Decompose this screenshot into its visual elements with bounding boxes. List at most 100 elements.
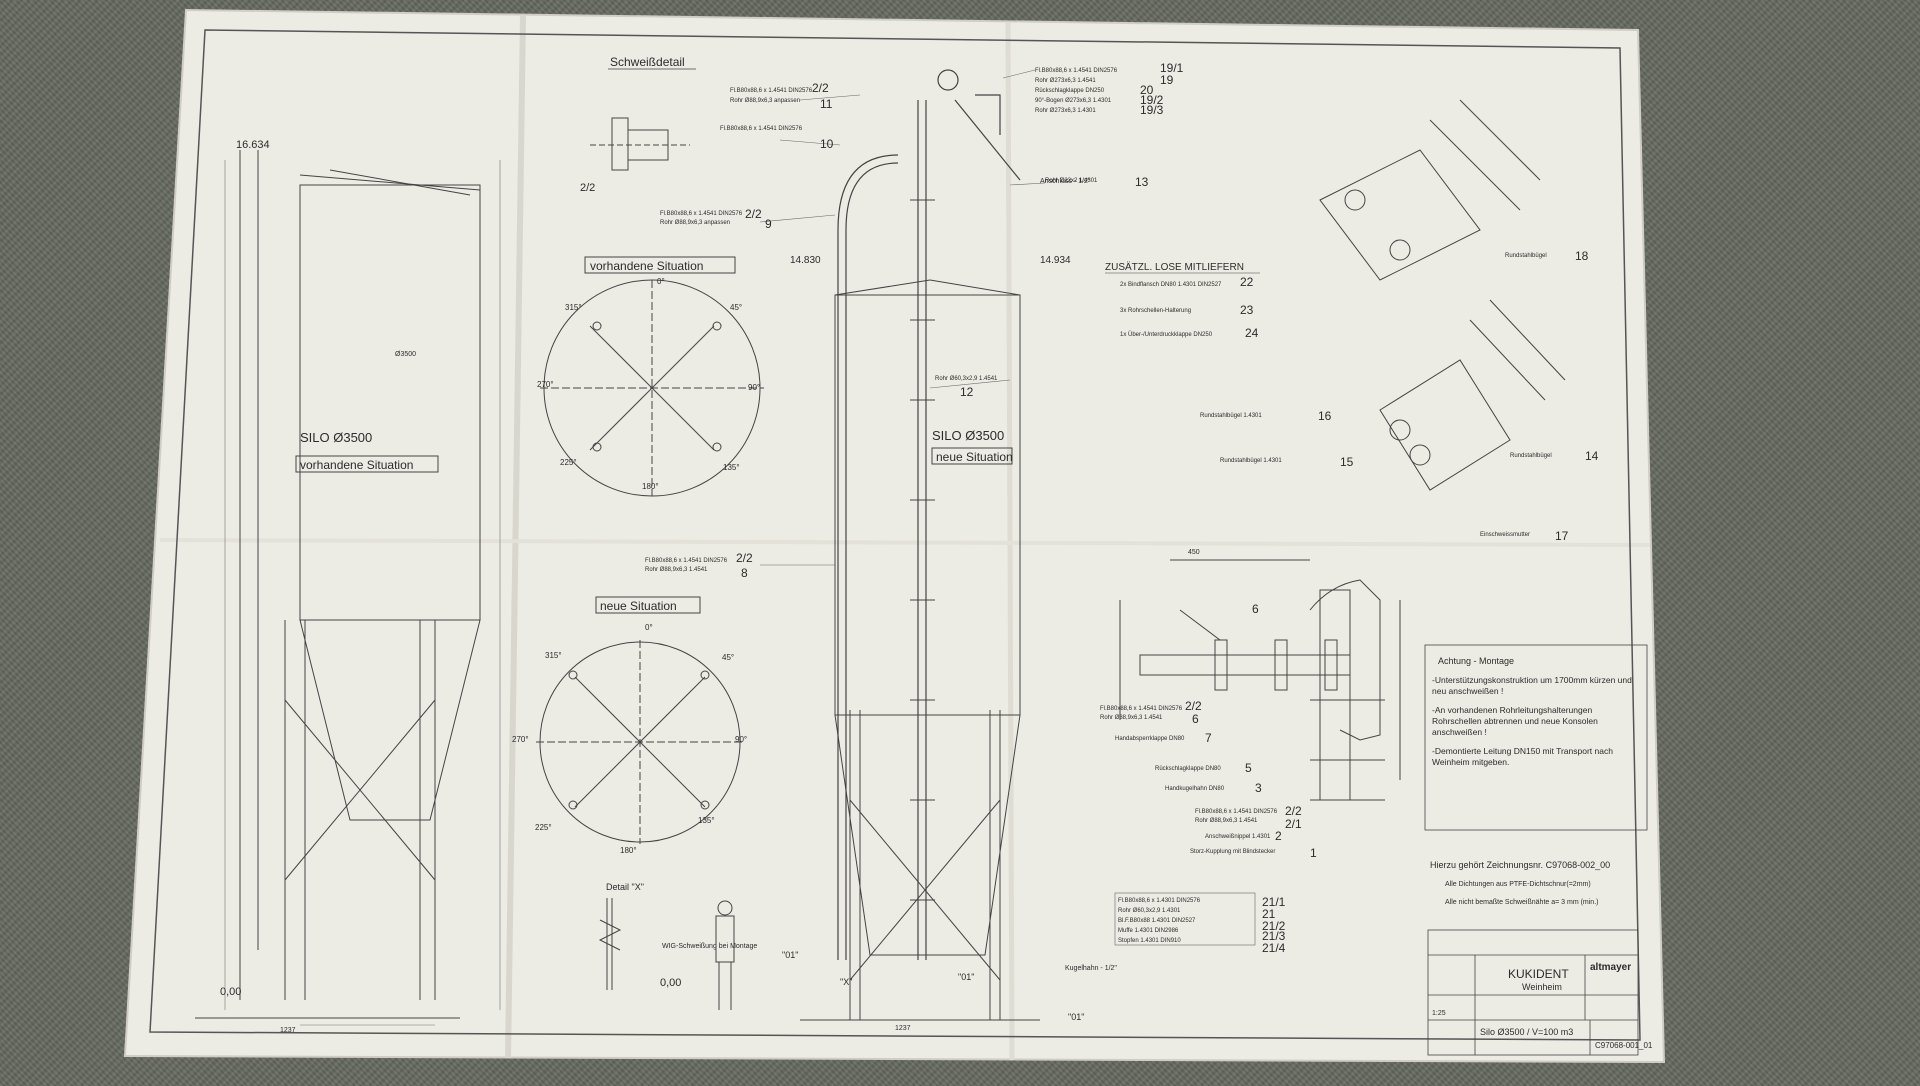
side-item-pos: 16 bbox=[1318, 409, 1332, 423]
side-item-text: Rundstahlbügel 1.4301 bbox=[1200, 413, 1262, 419]
title-block bbox=[1427, 929, 1639, 1056]
part-pos: 19/2 bbox=[1140, 93, 1164, 107]
side-item-text: Rundstahlbügel bbox=[1510, 453, 1552, 459]
notes-title: Achtung - Montage bbox=[1438, 656, 1514, 666]
label-x: "X" bbox=[840, 977, 852, 987]
parts-list: Fl.B80x88,6 x 1.4541 DIN2576 19/1 Rohr Ø… bbox=[645, 61, 1184, 580]
notes: Achtung - Montage -Unterstützungskonstru… bbox=[1430, 656, 1632, 906]
detail-item-pos: 3 bbox=[1255, 781, 1262, 795]
part-text: Fl.B80x88,6 x 1.4541 DIN2576 bbox=[1035, 68, 1118, 74]
lower-item-pos: 21/2 bbox=[1262, 919, 1286, 933]
lower-item-pos: 21/3 bbox=[1262, 929, 1286, 943]
part-text: Rohr Ø273x6,3 1.4301 bbox=[1035, 108, 1096, 114]
angle-270: 270° bbox=[537, 380, 554, 389]
angle-0-new: 0° bbox=[645, 623, 653, 632]
leader-lines bbox=[759, 69, 1046, 566]
detail-item-pos: 7 bbox=[1205, 731, 1212, 745]
detail-item-text: Fl.B80x88,6 x 1.4541 DIN2576 bbox=[1100, 706, 1183, 712]
drawing-frame bbox=[149, 29, 1641, 1041]
part-text: Fl.B80x88,6 x 1.4541 DIN2576 bbox=[645, 558, 728, 564]
welds-note: Alle nicht bemaßte Schweißnähte a= 3 mm … bbox=[1445, 899, 1598, 906]
angle-270-new: 270° bbox=[512, 735, 529, 744]
tb-description: Silo Ø3500 / V=100 m3 bbox=[1480, 1027, 1573, 1037]
dim-3500: Ø3500 bbox=[395, 351, 416, 358]
detail-item-pos: 6 bbox=[1192, 712, 1199, 726]
weld-detail-title: Schweißdetail bbox=[610, 55, 685, 69]
reference-note: Hierzu gehört Zeichnungsnr. C97068-002_0… bbox=[1430, 860, 1610, 870]
wig-note: WIG-Schweißung bei Montage bbox=[662, 943, 757, 950]
lower-item-text: Bl.F.B80x88 1.4301 DIN2527 bbox=[1118, 918, 1196, 924]
side-item-text: Rundstahlbügel 1.4301 bbox=[1220, 458, 1282, 464]
detail-item-pos: 2 bbox=[1275, 829, 1282, 843]
detail-item-pos: 5 bbox=[1245, 761, 1252, 775]
loose-item-pos: 23 bbox=[1240, 303, 1254, 317]
detail-items: Fl.B80x88,6 x 1.4541 DIN2576 2/2 Rohr Ø8… bbox=[1100, 699, 1317, 860]
angle-315: 315° bbox=[565, 303, 582, 312]
loose-item-pos: 24 bbox=[1245, 326, 1259, 340]
angle-90: 90° bbox=[748, 383, 760, 392]
part-pos: 2/2 bbox=[736, 551, 753, 565]
silo-new-sub: neue Situation bbox=[936, 450, 1013, 464]
elevation-zero-left: 0,00 bbox=[220, 986, 241, 998]
part-pos: 8 bbox=[741, 566, 748, 580]
detail-item-pos: 2/2 bbox=[1285, 804, 1302, 818]
elevation-top-mid: 14.830 bbox=[790, 255, 821, 266]
loose-item-text: 2x Bindflansch DN80 1.4301 DIN2527 bbox=[1120, 282, 1222, 288]
detail-item-text: Rückschlagklappe DN80 bbox=[1155, 766, 1221, 772]
part-text: Fl.B80x88,6 x 1.4541 DIN2576 bbox=[730, 88, 813, 94]
detail-item-text: Anschweißnippel 1.4301 bbox=[1205, 834, 1271, 840]
angle-315-new: 315° bbox=[545, 651, 562, 660]
weld-detail bbox=[590, 117, 690, 171]
part-pos: 19/3 bbox=[1140, 103, 1164, 117]
side-item-pos: 14 bbox=[1585, 449, 1599, 463]
label-01-a: "01" bbox=[782, 950, 798, 960]
new-situation-box bbox=[595, 596, 701, 614]
tb-scale: 1:25 bbox=[1432, 1010, 1446, 1017]
note-3: -Demontierte Leitung DN150 mit Transport… bbox=[1432, 746, 1613, 767]
detail-x-title: Detail "X" bbox=[606, 882, 644, 892]
silo-left-sub: vorhandene Situation bbox=[300, 458, 413, 472]
angle-135-new: 135° bbox=[698, 816, 715, 825]
existing-situation-label: vorhandene Situation bbox=[590, 259, 703, 273]
part-pos: 11 bbox=[820, 97, 833, 111]
plan-new bbox=[536, 640, 744, 844]
deliver-loose-title: ZUSÄTZL. LOSE MITLIEFERN bbox=[1105, 261, 1244, 273]
lower-items: Fl.B80x88,6 x 1.4301 DIN2576 21/1 Rohr Ø… bbox=[1114, 892, 1286, 955]
elevation-zero-mid: 0,00 bbox=[660, 977, 681, 989]
lower-item-pos: 21/4 bbox=[1262, 941, 1286, 955]
dim-1237-b: 1237 bbox=[895, 1025, 911, 1032]
side-item-pos: 15 bbox=[1340, 455, 1354, 469]
bracket-details bbox=[1319, 99, 1566, 491]
angle-135: 135° bbox=[723, 463, 740, 472]
part-text: Rohr Ø88,9x6,3 1.4541 bbox=[645, 567, 708, 573]
detail-item-text: Fl.B80x88,6 x 1.4541 DIN2576 bbox=[1195, 809, 1278, 815]
detail-item-text: Rohr Ø88,9x6,3 1.4541 bbox=[1100, 715, 1163, 721]
part-text: Fl.B80x88,6 x 1.4541 DIN2576 bbox=[660, 211, 743, 217]
detail-x bbox=[598, 898, 622, 990]
angle-225-new: 225° bbox=[535, 823, 552, 832]
existing-situation-box bbox=[584, 256, 736, 274]
part-text: Rohr Ø60,3x2,9 1.4541 bbox=[935, 376, 998, 382]
part-text: Rohr Ø273x6,3 1.4541 bbox=[1035, 78, 1096, 84]
silo-left-dims bbox=[224, 160, 501, 1026]
pipe-riser bbox=[837, 69, 1021, 960]
detail-item-pos: 2/1 bbox=[1285, 817, 1302, 831]
pipe-supports bbox=[910, 199, 935, 901]
lower-item-pos: 21/1 bbox=[1262, 895, 1286, 909]
detail-item-text: Rohr Ø88,9x6,3 1.4541 bbox=[1195, 818, 1258, 824]
dim-450: 450 bbox=[1188, 549, 1200, 556]
paper-fold bbox=[505, 14, 526, 1059]
angle-90-new: 90° bbox=[735, 735, 747, 744]
lower-item-pos: 21 bbox=[1262, 907, 1276, 921]
tb-company: altmayer bbox=[1590, 962, 1631, 973]
paper-fold bbox=[159, 538, 1651, 547]
label-01-c: "01" bbox=[1068, 1012, 1084, 1022]
side-item-pos: 17 bbox=[1555, 529, 1569, 543]
tb-city: Weinheim bbox=[1522, 982, 1562, 992]
loose-item-text: 1x Über-/Unterdruckklappe DN250 bbox=[1120, 331, 1213, 338]
loose-item-text: 3x Rohrschellen-Halterung bbox=[1120, 308, 1191, 314]
part-text: Rückschlagklappe DN250 bbox=[1035, 88, 1105, 94]
detail-item-text: Handabsperrklappe DN80 bbox=[1115, 736, 1185, 742]
